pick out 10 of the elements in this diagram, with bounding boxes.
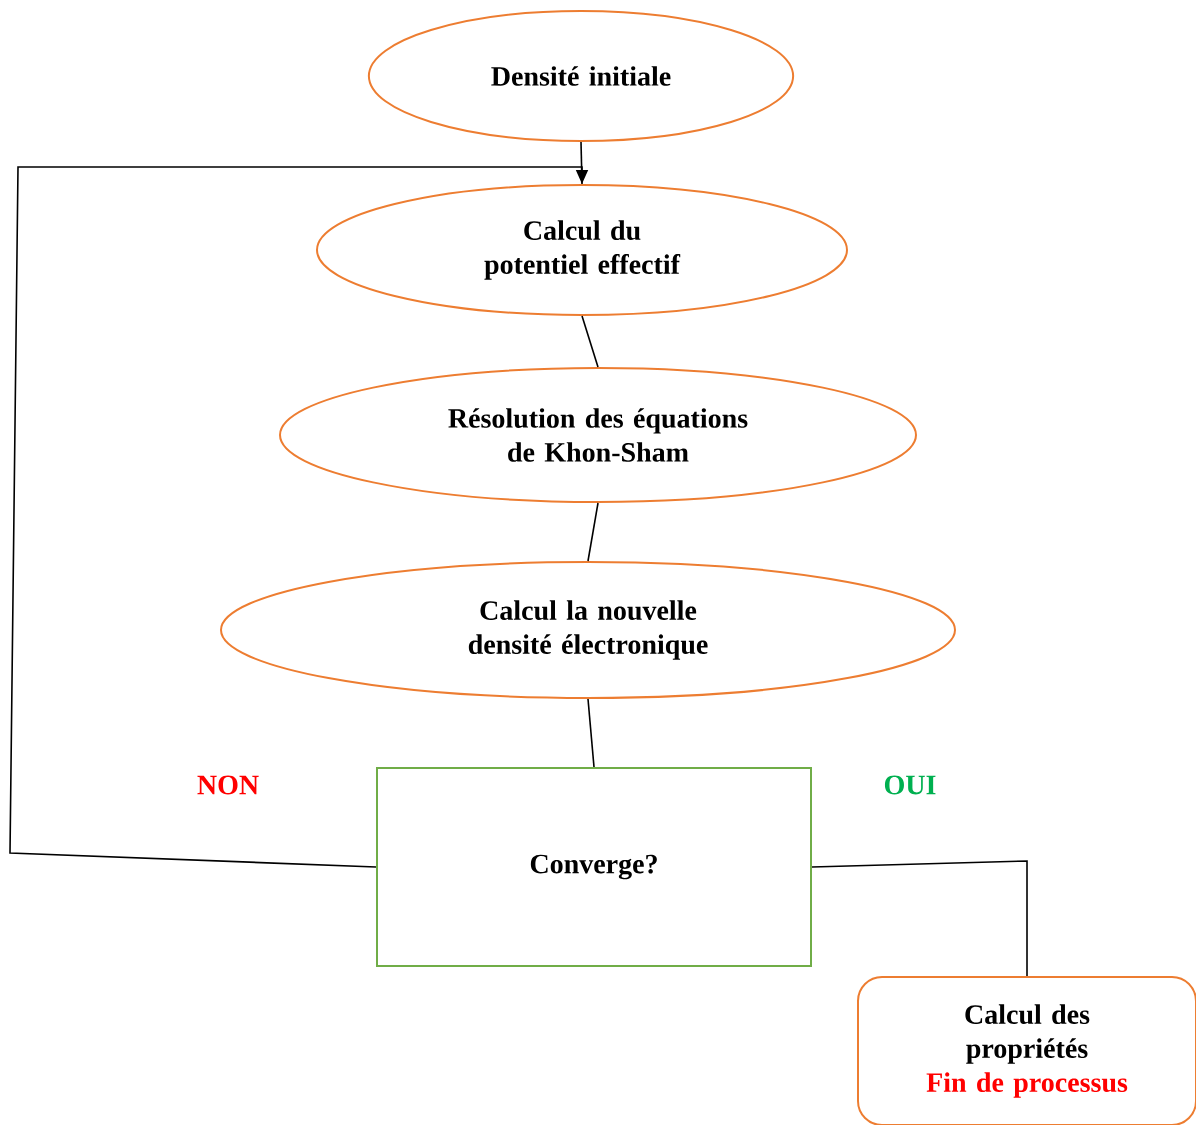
connector xyxy=(811,860,1028,977)
connector xyxy=(581,315,599,368)
connector xyxy=(587,698,595,768)
connector xyxy=(580,141,583,185)
decision-box: Converge? xyxy=(376,767,812,967)
edge-label: NON xyxy=(197,775,259,795)
connector xyxy=(587,502,599,562)
result-box: Calcul des propriétés Fin de processus xyxy=(857,976,1196,1125)
edge-label: OUI xyxy=(884,775,936,795)
connector xyxy=(9,166,589,868)
